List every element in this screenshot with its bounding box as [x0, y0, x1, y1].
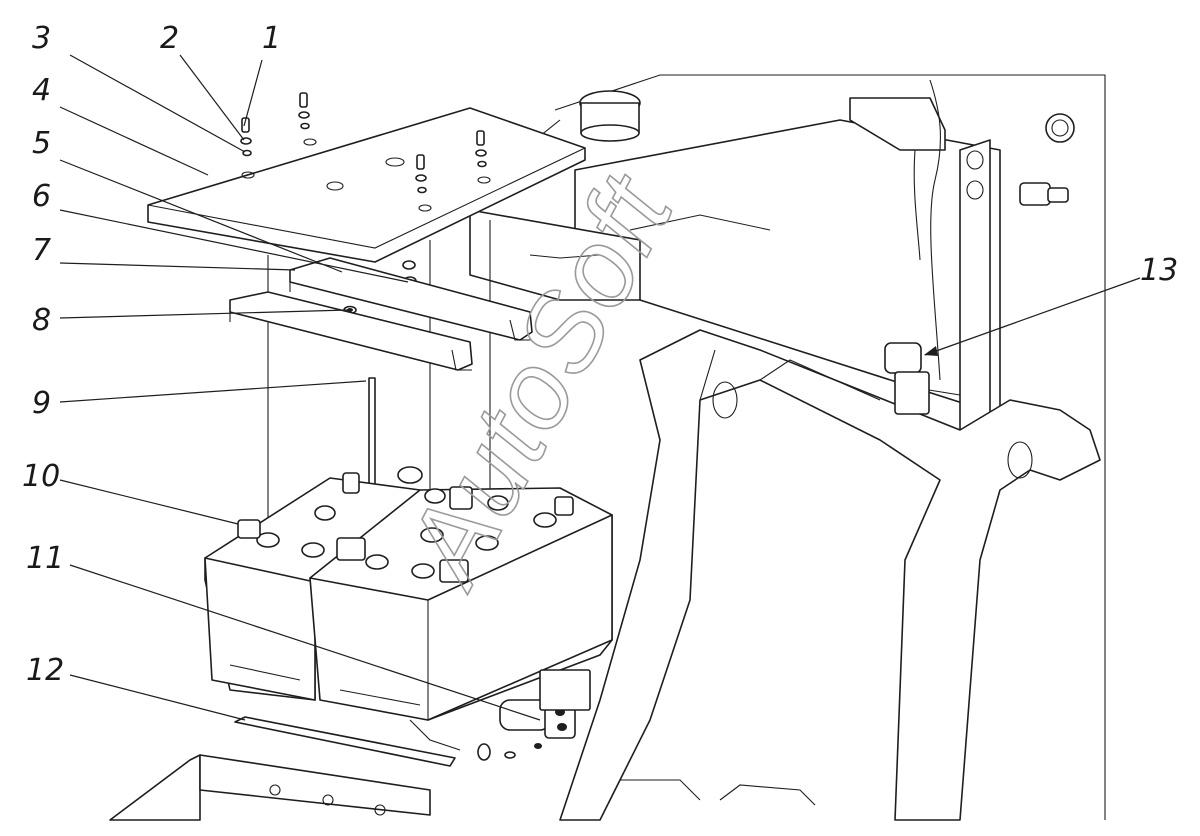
callout-6: 6: [32, 179, 51, 214]
bolt: [298, 92, 310, 130]
bolts-and-washers: [240, 92, 487, 194]
callout-13: 13: [1140, 253, 1178, 288]
cab-frame-structure: [109, 74, 1106, 821]
battery-cover-plate: [147, 107, 586, 263]
callout-3: 3: [32, 21, 51, 56]
callout-11: 11: [26, 541, 64, 576]
bolt: [475, 130, 487, 168]
callout-4: 4: [32, 73, 51, 108]
callout-labels: 1 2 3 4 5 6 7 8 9 10 11 12 13: [22, 21, 1178, 688]
batteries: [204, 466, 613, 721]
callout-10: 10: [22, 459, 60, 494]
callout-12: 12: [26, 653, 64, 688]
bolt: [240, 117, 252, 157]
rubber-pad: [234, 716, 456, 767]
callout-5: 5: [32, 126, 51, 161]
sensor-valve: [884, 342, 961, 415]
callout-7: 7: [32, 233, 51, 268]
clamp-bar-upper: [289, 257, 533, 341]
callout-9: 9: [32, 386, 51, 421]
callout-1: 1: [262, 21, 281, 56]
leader-lines: [59, 54, 1141, 721]
callout-2: 2: [160, 21, 179, 56]
callout-8: 8: [32, 303, 51, 338]
bolt: [415, 154, 427, 194]
battery-switch: [477, 669, 591, 761]
